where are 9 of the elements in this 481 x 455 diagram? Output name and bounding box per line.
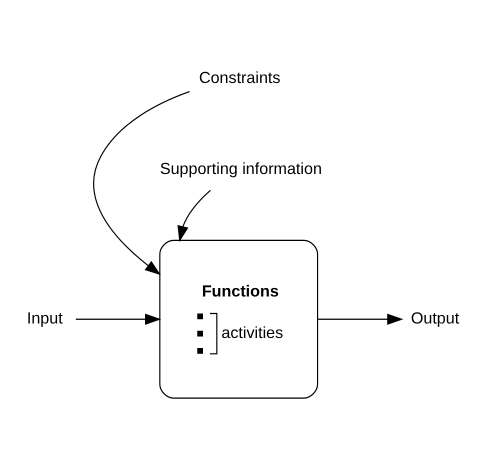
arrow [176, 189, 210, 242]
node-box: Functions activities [158, 239, 318, 398]
node-text: Output [410, 309, 459, 328]
node-text: Supporting information [159, 159, 322, 178]
arrow [92, 90, 190, 275]
node-text: Input [26, 309, 62, 328]
node-text: Constraints [198, 68, 280, 86]
arrow [317, 313, 403, 324]
arrow [75, 313, 161, 324]
